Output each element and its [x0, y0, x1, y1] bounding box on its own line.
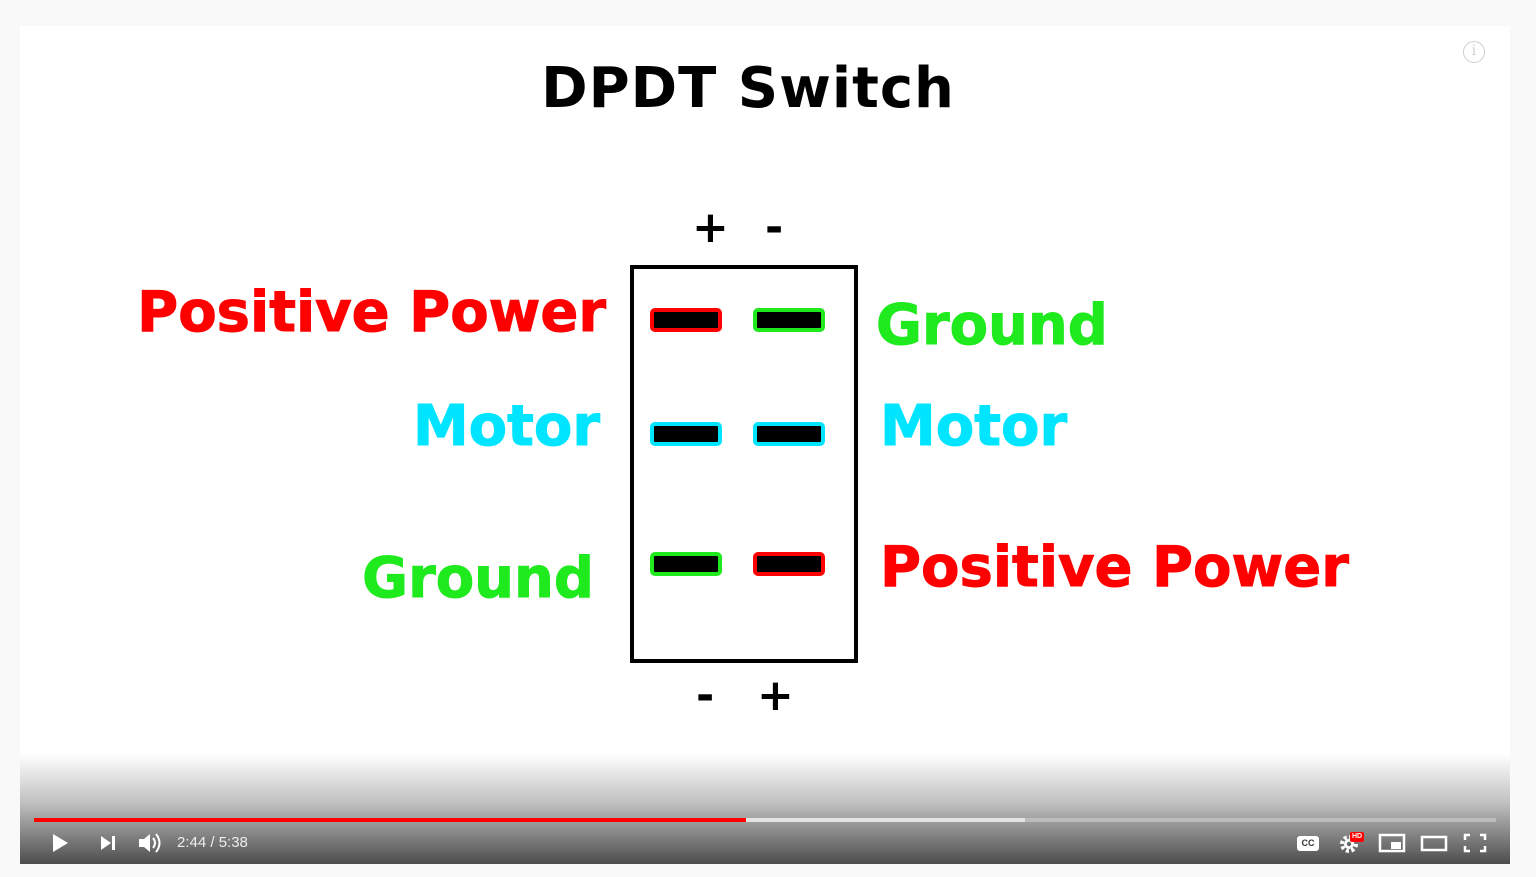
dpdt-switch-body — [630, 265, 858, 663]
next-button[interactable] — [96, 828, 120, 858]
terminal-middle-right — [753, 422, 825, 446]
hd-badge: HD — [1350, 832, 1365, 842]
next-icon — [101, 836, 115, 850]
top-minus-sign: - — [765, 202, 784, 253]
controls-gradient — [20, 754, 1510, 864]
progress-played — [34, 818, 746, 822]
bottom-plus-sign: + — [757, 670, 794, 721]
terminal-bottom-left — [650, 552, 722, 576]
label-right-positive-power: Positive Power — [880, 535, 1350, 600]
progress-bar[interactable] — [34, 818, 1496, 822]
label-left-motor: Motor — [412, 394, 600, 459]
theater-icon — [1420, 835, 1448, 852]
fullscreen-icon — [1463, 833, 1487, 853]
subtitles-button[interactable]: CC — [1297, 836, 1319, 851]
bottom-minus-sign: - — [696, 670, 715, 721]
play-icon — [53, 834, 68, 852]
play-button[interactable] — [48, 828, 72, 858]
time-display: 2:44 / 5:38 — [177, 834, 248, 851]
terminal-middle-left — [650, 422, 722, 446]
terminal-top-right — [753, 308, 825, 332]
theater-mode-button[interactable] — [1420, 828, 1448, 858]
label-left-ground: Ground — [362, 546, 595, 611]
fullscreen-button[interactable] — [1462, 828, 1488, 858]
miniplayer-icon — [1378, 833, 1406, 853]
volume-icon — [139, 833, 161, 853]
label-right-ground: Ground — [876, 293, 1109, 358]
terminal-top-left — [650, 308, 722, 332]
video-player[interactable]: i DPDT Switch + - Positive Power Motor G… — [20, 26, 1510, 864]
volume-button[interactable] — [136, 828, 164, 858]
terminal-bottom-right — [753, 552, 825, 576]
top-plus-sign: + — [692, 202, 729, 253]
label-left-positive-power: Positive Power — [137, 280, 607, 345]
slide-title: DPDT Switch — [541, 56, 955, 121]
label-right-motor: Motor — [879, 394, 1068, 459]
miniplayer-button[interactable] — [1378, 828, 1406, 858]
info-icon[interactable]: i — [1463, 41, 1485, 63]
